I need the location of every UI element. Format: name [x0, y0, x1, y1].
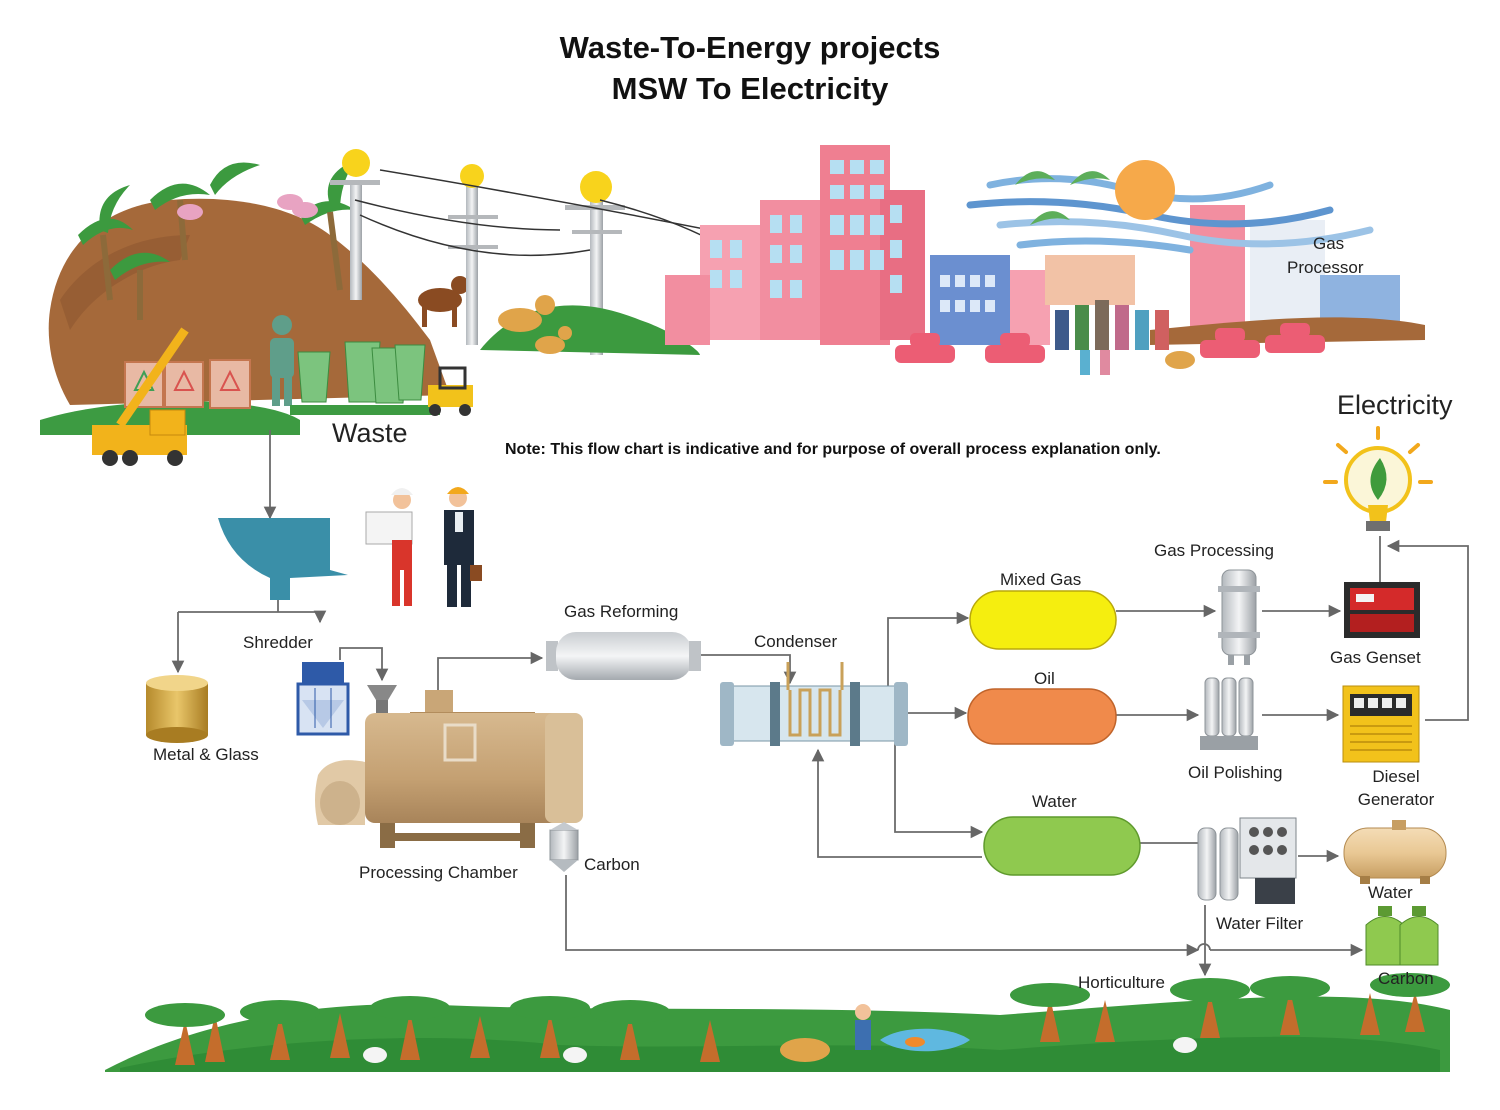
- horticulture-scene: [105, 973, 1450, 1072]
- birds-icon: [1015, 171, 1110, 225]
- processing-chamber-label: Processing Chamber: [359, 863, 518, 882]
- disclaimer-note: Note: This flow chart is indicative and …: [505, 441, 1161, 458]
- water-tank-label: Water: [1368, 883, 1413, 902]
- carbon-bags-label: Carbon: [1378, 969, 1434, 988]
- water-tank-icon: [1343, 820, 1447, 884]
- gas-processing-column-icon: [1218, 569, 1260, 665]
- gas-genset-icon: [1344, 582, 1420, 638]
- engineers-icon: [365, 487, 482, 607]
- processing-chamber-icon: [315, 685, 583, 848]
- sun-icon: [1115, 160, 1175, 220]
- gas-processor-label-1: Gas: [1313, 234, 1345, 253]
- gas-reforming-label: Gas Reforming: [564, 602, 679, 621]
- diesel-generator-icon: [1342, 685, 1420, 763]
- people-icon: [1055, 300, 1195, 375]
- water-vessel: [983, 816, 1141, 876]
- city-buildings: [665, 145, 1425, 345]
- dog-icon: [418, 276, 469, 327]
- title-line-2: MSW To Electricity: [611, 71, 889, 106]
- oil-polishing-icon: [1200, 677, 1258, 750]
- gas-processor-label-2: Processor: [1287, 258, 1364, 277]
- horticulture-label: Horticulture: [1078, 973, 1165, 992]
- metal-glass-label: Metal & Glass: [153, 745, 259, 764]
- oil-vessel: [967, 688, 1117, 745]
- shredder-icon: [296, 662, 350, 736]
- metal-glass-bin-icon: [146, 675, 208, 743]
- top-scene: [40, 145, 1425, 466]
- water-filter-label: Water Filter: [1216, 914, 1304, 933]
- mixed-gas-label: Mixed Gas: [1000, 570, 1082, 589]
- electricity-label: Electricity: [1337, 390, 1453, 420]
- green-bins-icon: [290, 341, 440, 415]
- mixed-gas-vessel: [969, 590, 1117, 650]
- shredder-label: Shredder: [243, 633, 313, 652]
- lightbulb-icon: [1323, 426, 1433, 531]
- diesel-generator-label-1: Diesel: [1372, 767, 1420, 786]
- water-filter-icon: [1197, 817, 1297, 904]
- oil-polishing-label: Oil Polishing: [1188, 763, 1283, 782]
- gas-reforming-icon: [546, 632, 701, 680]
- carbon-silo-icon: [549, 822, 579, 872]
- carbon-bags-icon: [1365, 906, 1439, 966]
- crane-truck-icon: [92, 327, 189, 466]
- carbon-silo-label: Carbon: [584, 855, 640, 874]
- gas-processing-label: Gas Processing: [1154, 541, 1274, 560]
- flow-arrows: [171, 430, 1469, 977]
- condenser-label: Condenser: [754, 632, 838, 651]
- cars-icon: [895, 323, 1325, 363]
- condenser-icon: [720, 662, 908, 746]
- dogs-icon: [498, 295, 572, 354]
- forklift-icon: [428, 366, 473, 416]
- oil-label: Oil: [1034, 669, 1055, 688]
- waste-label: Waste: [332, 418, 408, 448]
- farmer-icon: [855, 1004, 871, 1050]
- feed-hopper-icon: [218, 518, 348, 600]
- worker-icon: [270, 315, 294, 406]
- diesel-generator-label-2: Generator: [1357, 790, 1435, 809]
- water-stream-label: Water: [1032, 792, 1077, 811]
- title-line-1: Waste-To-Energy projects: [559, 30, 941, 65]
- gas-genset-label: Gas Genset: [1330, 648, 1421, 667]
